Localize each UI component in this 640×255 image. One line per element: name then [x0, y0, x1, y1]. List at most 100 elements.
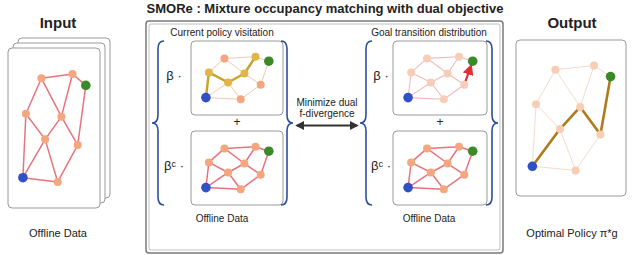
- graph-edge: [576, 135, 601, 171]
- input-panel: InputOffline Data: [2, 14, 114, 240]
- title-wrap: SMORe : Mixture occupancy matching with …: [147, 2, 504, 17]
- graph-edge: [26, 114, 45, 140]
- graph-box: [191, 131, 283, 205]
- graph-edge: [23, 178, 58, 182]
- node-heading: Current policy visitation: [170, 27, 273, 39]
- graph-state: [252, 143, 260, 151]
- graph-state: [224, 168, 232, 176]
- graph-edge: [427, 57, 459, 59]
- diagram-title: SMORe : Mixture occupancy matching with …: [147, 2, 504, 17]
- curly-brace: [152, 41, 164, 205]
- label-wrap: +: [233, 116, 240, 130]
- graph-state: [69, 70, 77, 78]
- graph-edge: [536, 70, 555, 105]
- graph-state: [18, 173, 28, 183]
- plus-sign: +: [233, 116, 240, 130]
- graph-state: [427, 78, 435, 86]
- graph-state: [455, 143, 463, 151]
- graph-state: [444, 160, 452, 168]
- graph-state: [440, 95, 448, 103]
- policy-group: Current policy visitationOffline Data: [150, 27, 294, 224]
- graph-state: [556, 125, 564, 133]
- graph-box: [393, 41, 487, 115]
- curly-brace: [281, 41, 293, 205]
- weight-symbol: βᶜ ·: [164, 159, 184, 174]
- graph-state: [407, 68, 415, 76]
- weight-symbol: β ·: [166, 69, 181, 84]
- node-caption: Offline Data: [196, 213, 249, 225]
- edge-label: Minimize dual f-divergence: [295, 97, 359, 120]
- graph-edge: [23, 114, 26, 178]
- node-heading: Output: [547, 14, 596, 31]
- label-wrap: βᶜ ·: [371, 159, 391, 174]
- graph-state: [240, 160, 248, 168]
- edge-label-wrap: Minimize dual f-divergence: [295, 97, 359, 120]
- output-panel: OutputOptimal Policy π*g: [506, 14, 638, 240]
- inner-frame: [149, 24, 500, 250]
- graph-state: [57, 113, 65, 121]
- graph-edge: [78, 85, 86, 145]
- graph-state: [220, 54, 228, 62]
- graph-state: [427, 168, 435, 176]
- graph-state: [403, 183, 413, 193]
- graph-edge: [224, 147, 255, 149]
- graph-state: [74, 141, 82, 149]
- label-wrap: β ·: [373, 69, 388, 84]
- graph-edge: [206, 188, 241, 190]
- graph-edge: [41, 78, 61, 116]
- graph-edge: [580, 107, 600, 135]
- graph-state: [264, 146, 274, 156]
- graph-edge: [45, 117, 61, 140]
- graph-state: [22, 110, 30, 118]
- node-caption: Optimal Policy π*g: [526, 227, 617, 240]
- graph-state: [201, 183, 211, 193]
- curly-brace: [360, 41, 372, 205]
- outer-frame: [146, 21, 503, 253]
- graph-state: [205, 158, 213, 166]
- graph-state: [403, 93, 413, 103]
- graph-edge: [600, 77, 610, 135]
- graph-state: [596, 131, 604, 139]
- graph-edge: [560, 107, 580, 129]
- graph-state: [532, 100, 540, 108]
- graph-state: [572, 166, 580, 174]
- graph-state: [257, 81, 265, 89]
- graph-state: [551, 66, 559, 74]
- graph-state: [590, 62, 598, 70]
- graph-state: [423, 54, 431, 62]
- graph-state: [460, 171, 468, 179]
- graph-figure: [393, 131, 487, 205]
- graph-edge: [224, 57, 255, 59]
- graph-figure: [191, 41, 283, 115]
- node-caption: Offline Data: [403, 213, 456, 225]
- label-wrap: βᶜ ·: [164, 159, 184, 174]
- graph-state: [252, 53, 260, 61]
- graph-edge: [532, 104, 536, 166]
- graph-state: [37, 74, 45, 82]
- graph-edge: [58, 145, 78, 182]
- graph-edge: [580, 66, 594, 107]
- graph-state: [440, 185, 448, 193]
- graph-state: [455, 53, 463, 61]
- graph-state: [423, 144, 431, 152]
- graph-edge: [206, 98, 241, 100]
- graph-figure: [191, 131, 283, 205]
- graph-box: [8, 48, 100, 208]
- graph-state: [460, 81, 468, 89]
- graph-edge: [61, 74, 72, 117]
- weight-symbol: βᶜ ·: [371, 159, 391, 174]
- graph-state: [468, 56, 478, 66]
- goal-group: Goal transition distributionOffline Data: [360, 27, 498, 224]
- graph-state: [264, 56, 274, 66]
- graph-state: [407, 158, 415, 166]
- graph-edge: [532, 129, 560, 166]
- graph-figure: [393, 41, 487, 115]
- graph-state: [220, 144, 228, 152]
- graph-edge: [536, 104, 560, 129]
- graph-state: [240, 70, 248, 78]
- graph-box: [516, 40, 626, 196]
- node-caption: Offline Data: [29, 227, 87, 240]
- graph-figure: [516, 40, 626, 196]
